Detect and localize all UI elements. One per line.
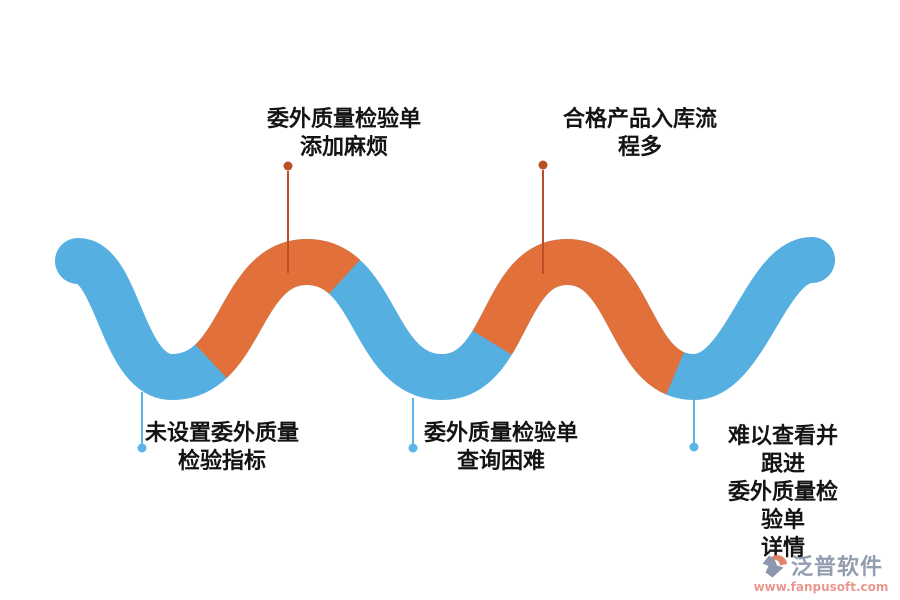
callout-label-bottom-2: 委外质量检验单 查询困难 (423, 421, 579, 474)
callout-dot-bottom-2 (408, 443, 418, 453)
callout-label-bottom-3: 难以查看并跟进 委外质量检验单 详情 (727, 424, 838, 561)
logo-row: 泛普软件 (759, 549, 883, 581)
logo-url: www.fanpusoft.com (753, 580, 889, 594)
logo: 泛普软件 www.fanpusoft.com (753, 549, 889, 594)
callout-label-top-1: 委外质量检验单 添加麻烦 (266, 107, 422, 160)
callout-dot-bottom-3 (689, 442, 699, 452)
logo-icon-fold-body (765, 559, 784, 578)
callout-label-bottom-1: 未设置委外质量 检验指标 (144, 421, 300, 474)
callout-dot-top-1 (283, 161, 293, 171)
wave-ribbon-blue (55, 237, 835, 401)
logo-icon-fold-top (762, 555, 775, 566)
callout-connectors (137, 160, 699, 453)
callout-dot-top-2 (538, 160, 548, 170)
callout-dot-bottom-1 (137, 443, 147, 453)
logo-name: 泛普软件 (790, 555, 883, 580)
logo-icon-swoosh (770, 555, 787, 566)
logo-icon (762, 555, 787, 578)
callout-label-top-2: 合格产品入库流 程多 (562, 107, 718, 160)
